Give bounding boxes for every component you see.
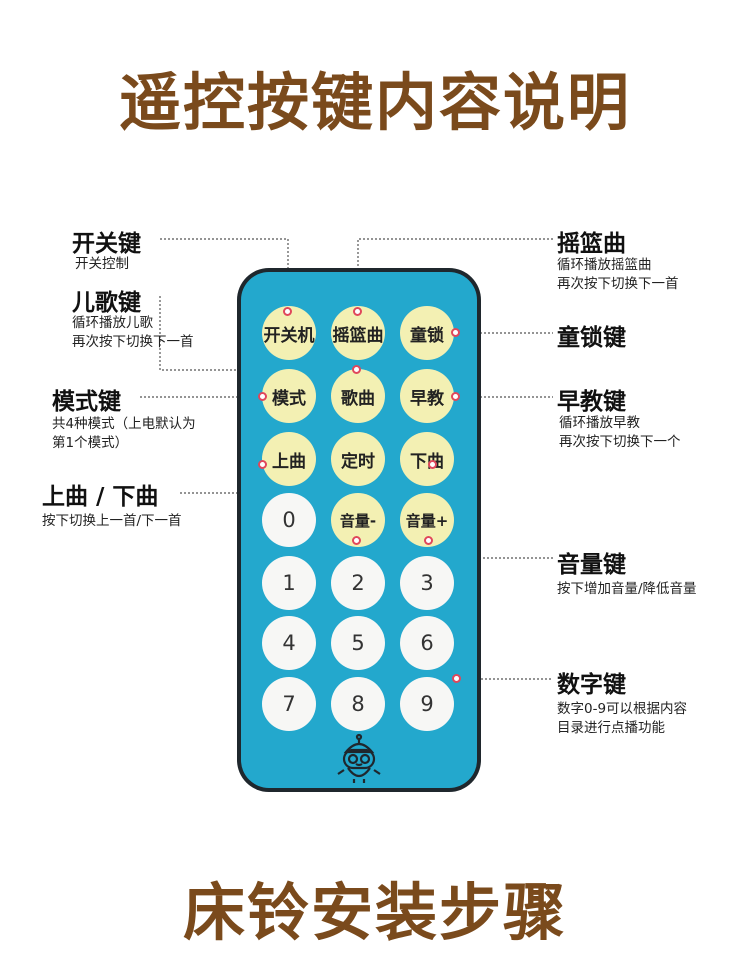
label-lullaby-desc-1: 循环播放摇篮曲: [557, 257, 652, 273]
label-digits-desc-1: 数字0-9可以根据内容: [557, 701, 688, 717]
digit-2-key[interactable]: 2: [331, 556, 385, 610]
early-edu-key[interactable]: 早教: [400, 369, 454, 423]
digit-3-key[interactable]: 3: [400, 556, 454, 610]
digit-9-key[interactable]: 9: [400, 677, 454, 731]
marker-volume-up: [424, 536, 433, 545]
marker-child-lock: [451, 328, 460, 337]
digit-0-key[interactable]: 0: [262, 493, 316, 547]
leader-lullaby: [357, 238, 553, 312]
label-digits-desc-2: 目录进行点播功能: [557, 720, 665, 736]
digit-7-key[interactable]: 7: [262, 677, 316, 731]
label-digits-title: 数字键: [557, 672, 626, 698]
digit-1-key[interactable]: 1: [262, 556, 316, 610]
label-mode-desc-2: 第1个模式）: [52, 435, 129, 451]
mode-key[interactable]: 模式: [262, 369, 316, 423]
marker-early-edu: [451, 392, 460, 401]
section-title: 床铃安装步骤: [182, 876, 567, 949]
label-early-edu-desc-2: 再次按下切换下一个: [559, 434, 681, 450]
prev-track-key[interactable]: 上曲: [262, 432, 316, 486]
marker-lullaby: [353, 307, 362, 316]
label-mode-title: 模式键: [52, 389, 121, 415]
marker-power: [283, 307, 292, 316]
label-lullaby-desc-2: 再次按下切换下一首: [557, 276, 679, 292]
label-lullaby-title: 摇篮曲: [557, 231, 626, 257]
marker-volume-down: [352, 536, 361, 545]
marker-digits: [452, 674, 461, 683]
timer-key[interactable]: 定时: [331, 432, 385, 486]
page-title: 遥控按键内容说明: [118, 66, 631, 139]
label-mode-desc-1: 共4种模式（上电默认为: [52, 416, 196, 432]
marker-mode: [258, 392, 267, 401]
next-track-key[interactable]: 下曲: [400, 432, 454, 486]
song-key[interactable]: 歌曲: [331, 369, 385, 423]
label-song-title: 儿歌键: [72, 290, 141, 316]
digit-8-key[interactable]: 8: [331, 677, 385, 731]
label-prevnext-title: 上曲 / 下曲: [42, 484, 159, 510]
volume-down-key[interactable]: 音量-: [331, 493, 385, 547]
label-power-desc: 开关控制: [75, 256, 129, 272]
power-key[interactable]: 开关机: [262, 306, 316, 360]
label-song-desc-1: 循环播放儿歌: [72, 315, 153, 331]
robot-mascot-icon: [337, 733, 381, 783]
label-power-title: 开关键: [72, 231, 141, 257]
marker-song: [352, 365, 361, 374]
label-song-desc-2: 再次按下切换下一首: [72, 334, 194, 350]
label-child-lock-title: 童锁键: [557, 325, 626, 351]
digit-4-key[interactable]: 4: [262, 616, 316, 670]
label-volume-title: 音量键: [557, 552, 626, 578]
child-lock-key[interactable]: 童锁: [400, 306, 454, 360]
label-early-edu-title: 早教键: [557, 389, 626, 415]
marker-next: [428, 460, 437, 469]
label-volume-desc: 按下增加音量/降低音量: [557, 581, 697, 597]
digit-6-key[interactable]: 6: [400, 616, 454, 670]
label-early-edu-desc-1: 循环播放早教: [559, 415, 640, 431]
digit-5-key[interactable]: 5: [331, 616, 385, 670]
label-prevnext-desc: 按下切换上一首/下一首: [42, 513, 182, 529]
marker-prev: [258, 460, 267, 469]
